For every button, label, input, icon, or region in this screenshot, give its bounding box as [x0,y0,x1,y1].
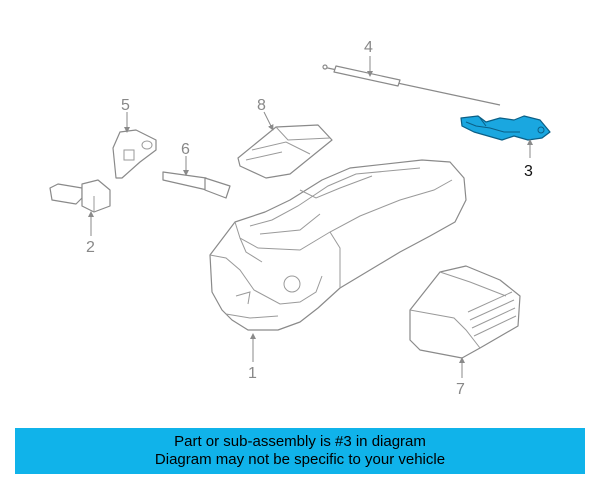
part-5-bracket [112,112,157,179]
callout-7: 7 [456,381,465,398]
callout-3: 3 [524,163,533,180]
callout-8: 8 [257,97,266,114]
info-banner: Part or sub-assembly is #3 in diagram Di… [15,428,585,474]
part-2-knob [49,179,111,236]
banner-line-1: Part or sub-assembly is #3 in diagram [174,433,426,450]
callout-4: 4 [364,39,373,56]
part-3-bracket [460,115,551,158]
callout-6: 6 [181,141,190,158]
banner-line-2: Diagram may not be specific to your vehi… [154,451,446,468]
callout-1: 1 [248,365,257,382]
parts-diagram: 4 5 8 6 3 2 1 7 [49,39,551,398]
callout-2: 2 [86,239,95,256]
part-1-housing [209,159,467,362]
part-8-tray [237,111,333,179]
part-6-pin [162,156,231,199]
callout-5: 5 [121,97,130,114]
part-4-rod [322,56,501,106]
part-7-duct [409,265,521,378]
